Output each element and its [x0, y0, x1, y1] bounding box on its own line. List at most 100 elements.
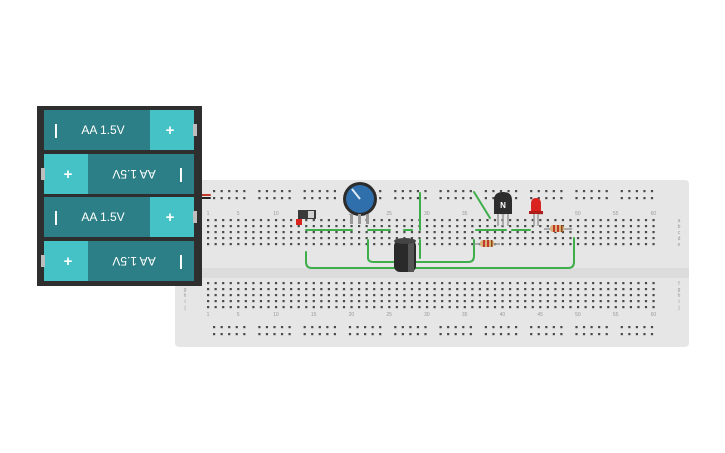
- breadboard-hole[interactable]: [607, 219, 610, 222]
- breadboard-hole[interactable]: [380, 300, 383, 303]
- power-rail-hole[interactable]: [220, 197, 223, 200]
- breadboard-hole[interactable]: [569, 225, 572, 228]
- breadboard-hole[interactable]: [282, 306, 285, 309]
- breadboard-hole[interactable]: [569, 219, 572, 222]
- breadboard-hole[interactable]: [237, 231, 240, 234]
- breadboard-hole[interactable]: [516, 306, 519, 309]
- power-rail-hole[interactable]: [243, 197, 246, 200]
- breadboard-hole[interactable]: [652, 282, 655, 285]
- breadboard-hole[interactable]: [358, 294, 361, 297]
- breadboard-hole[interactable]: [282, 243, 285, 246]
- breadboard-hole[interactable]: [305, 243, 308, 246]
- breadboard-hole[interactable]: [471, 237, 474, 240]
- breadboard-hole[interactable]: [456, 243, 459, 246]
- breadboard-hole[interactable]: [365, 237, 368, 240]
- power-rail-hole[interactable]: [235, 197, 238, 200]
- breadboard-hole[interactable]: [259, 219, 263, 222]
- breadboard-hole[interactable]: [350, 288, 353, 291]
- breadboard-hole[interactable]: [622, 294, 625, 297]
- power-rail-hole[interactable]: [379, 333, 382, 336]
- breadboard-hole[interactable]: [365, 306, 368, 309]
- breadboard-hole[interactable]: [312, 225, 315, 228]
- breadboard-hole[interactable]: [395, 225, 398, 228]
- breadboard-hole[interactable]: [614, 294, 617, 297]
- breadboard-hole[interactable]: [425, 243, 429, 246]
- breadboard-hole[interactable]: [531, 306, 534, 309]
- breadboard-hole[interactable]: [629, 243, 632, 246]
- power-rail-hole[interactable]: [507, 190, 510, 193]
- breadboard-hole[interactable]: [441, 237, 444, 240]
- power-rail-hole[interactable]: [620, 326, 623, 329]
- breadboard-hole[interactable]: [607, 237, 610, 240]
- power-rail-hole[interactable]: [575, 197, 578, 200]
- breadboard-hole[interactable]: [222, 306, 225, 309]
- power-rail-hole[interactable]: [462, 326, 465, 329]
- breadboard-hole[interactable]: [259, 231, 263, 234]
- breadboard-hole[interactable]: [274, 219, 278, 222]
- power-rail-hole[interactable]: [605, 197, 608, 200]
- power-rail-hole[interactable]: [530, 197, 533, 200]
- breadboard-hole[interactable]: [380, 225, 383, 228]
- breadboard-hole[interactable]: [463, 219, 466, 222]
- power-rail-hole[interactable]: [213, 326, 216, 329]
- power-rail-hole[interactable]: [439, 326, 442, 329]
- breadboard-hole[interactable]: [207, 225, 210, 228]
- breadboard-hole[interactable]: [297, 294, 300, 297]
- breadboard-hole[interactable]: [365, 243, 368, 246]
- breadboard-hole[interactable]: [305, 237, 308, 240]
- breadboard-hole[interactable]: [237, 225, 240, 228]
- breadboard-hole[interactable]: [267, 219, 270, 222]
- breadboard-hole[interactable]: [350, 237, 353, 240]
- power-rail-hole[interactable]: [394, 197, 397, 200]
- breadboard-hole[interactable]: [509, 306, 512, 309]
- breadboard-hole[interactable]: [509, 231, 512, 234]
- battery-cell[interactable]: |+AA 1.5V: [44, 197, 197, 237]
- power-rail-hole[interactable]: [575, 190, 578, 193]
- breadboard-hole[interactable]: [259, 288, 263, 291]
- breadboard-hole[interactable]: [365, 282, 368, 285]
- breadboard-hole[interactable]: [448, 231, 451, 234]
- breadboard-hole[interactable]: [441, 300, 444, 303]
- breadboard-hole[interactable]: [463, 237, 466, 240]
- breadboard-hole[interactable]: [592, 294, 595, 297]
- breadboard-hole[interactable]: [252, 294, 255, 297]
- breadboard-hole[interactable]: [342, 237, 346, 240]
- breadboard-hole[interactable]: [576, 300, 580, 303]
- power-rail-hole[interactable]: [537, 333, 540, 336]
- breadboard-hole[interactable]: [380, 288, 383, 291]
- breadboard-hole[interactable]: [274, 237, 278, 240]
- breadboard-hole[interactable]: [222, 300, 225, 303]
- power-rail-hole[interactable]: [605, 333, 608, 336]
- power-rail-hole[interactable]: [598, 197, 601, 200]
- breadboard-hole[interactable]: [493, 219, 497, 222]
- breadboard-hole[interactable]: [561, 243, 565, 246]
- breadboard-hole[interactable]: [516, 282, 519, 285]
- breadboard-hole[interactable]: [350, 243, 353, 246]
- breadboard-hole[interactable]: [237, 237, 240, 240]
- breadboard-hole[interactable]: [312, 306, 315, 309]
- breadboard-hole[interactable]: [297, 243, 300, 246]
- breadboard-hole[interactable]: [244, 288, 247, 291]
- power-rail-hole[interactable]: [303, 333, 306, 336]
- breadboard-hole[interactable]: [214, 231, 217, 234]
- power-rail-hole[interactable]: [492, 333, 495, 336]
- breadboard-hole[interactable]: [297, 288, 300, 291]
- breadboard-hole[interactable]: [592, 282, 595, 285]
- breadboard-hole[interactable]: [637, 282, 640, 285]
- breadboard-hole[interactable]: [358, 225, 361, 228]
- breadboard-hole[interactable]: [614, 225, 617, 228]
- breadboard-hole[interactable]: [312, 219, 315, 222]
- breadboard-hole[interactable]: [388, 294, 391, 297]
- breadboard-hole[interactable]: [637, 243, 640, 246]
- breadboard-hole[interactable]: [380, 306, 383, 309]
- breadboard-hole[interactable]: [229, 306, 232, 309]
- breadboard-hole[interactable]: [274, 300, 278, 303]
- breadboard-hole[interactable]: [599, 219, 602, 222]
- breadboard-hole[interactable]: [214, 282, 217, 285]
- breadboard-hole[interactable]: [456, 225, 459, 228]
- power-rail-hole[interactable]: [235, 333, 238, 336]
- breadboard-hole[interactable]: [403, 231, 406, 234]
- breadboard-hole[interactable]: [237, 282, 240, 285]
- breadboard-hole[interactable]: [546, 306, 549, 309]
- breadboard-hole[interactable]: [584, 288, 587, 291]
